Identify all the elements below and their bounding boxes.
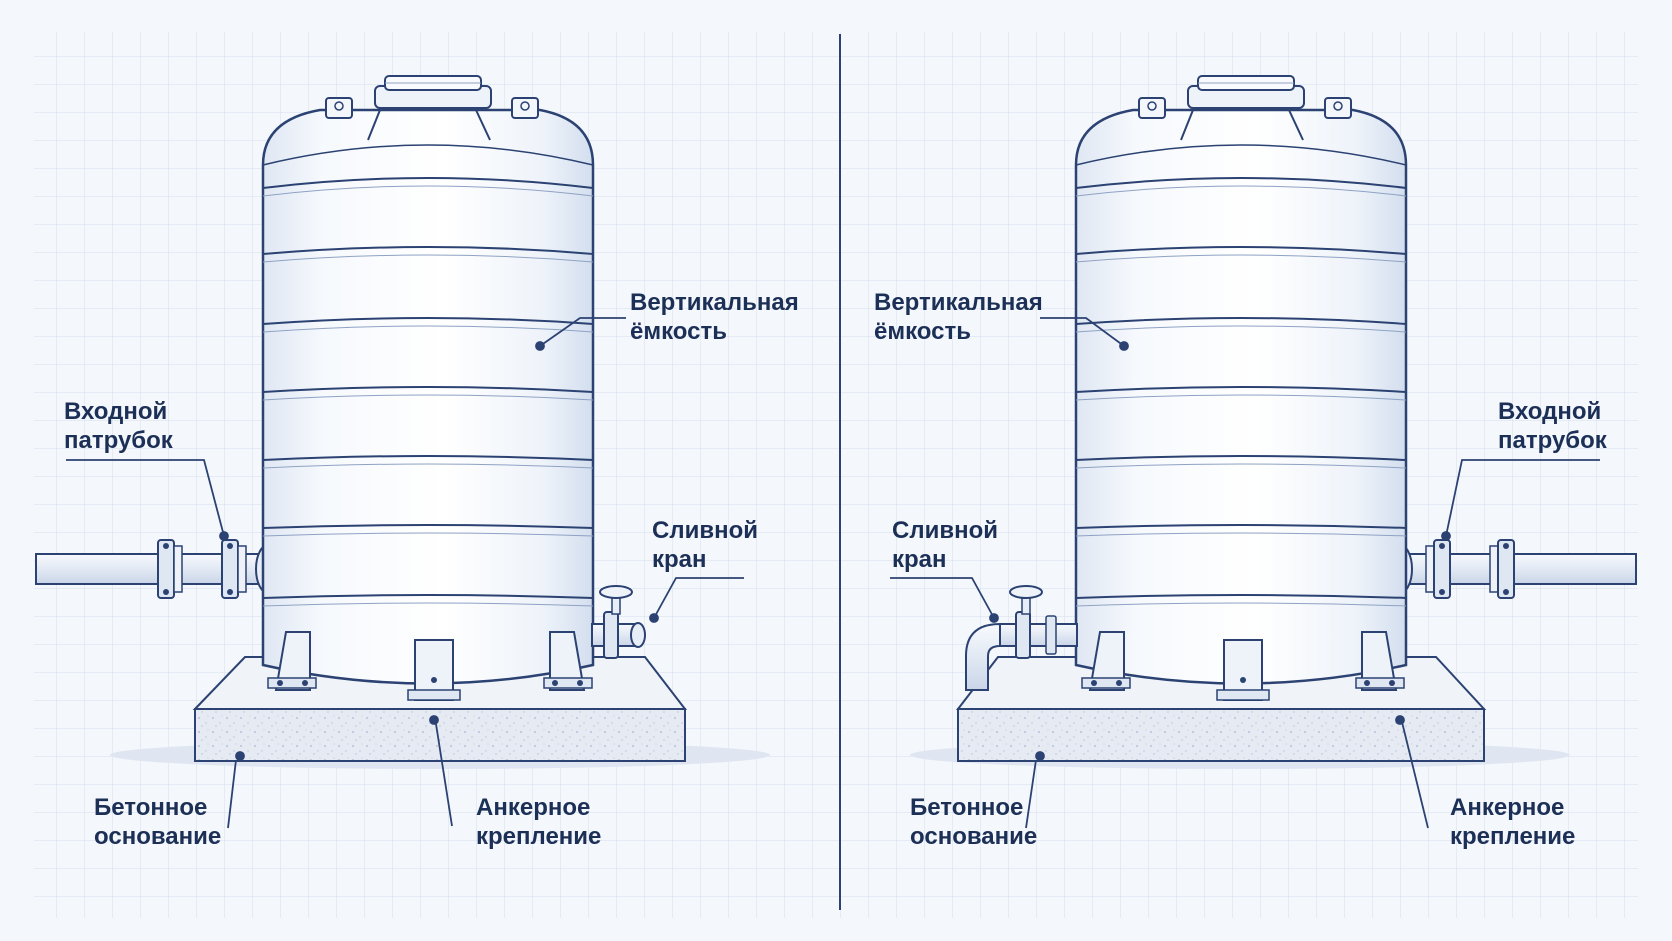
left-anchor-label: Анкерное крепление [476, 794, 601, 850]
left-base-label: Бетонное основание [94, 794, 221, 850]
anchor-brackets [1081, 631, 1405, 701]
right-base-label: Бетонное основание [910, 794, 1037, 850]
right-panel [910, 75, 1637, 769]
anchor-brackets [267, 631, 593, 701]
right-inlet-label: Входной патрубок [1498, 398, 1608, 454]
drain-valve [591, 585, 646, 659]
right-vessel-label: Вертикальная ёмкость [874, 289, 1049, 345]
left-vessel-label: Вертикальная ёмкость [630, 289, 805, 345]
left-inlet-label: Входной патрубок [64, 398, 174, 454]
left-drain-label: Сливной кран [652, 517, 765, 573]
drain-valve [965, 585, 1078, 691]
left-panel [35, 75, 770, 769]
right-drain-label: Сливной кран [892, 517, 1005, 573]
leader-lines [66, 317, 1600, 829]
vertical-tank [261, 75, 595, 685]
right-anchor-label: Анкерное крепление [1450, 794, 1575, 850]
inlet-pipe [1387, 539, 1637, 599]
vertical-tank [1074, 75, 1408, 685]
